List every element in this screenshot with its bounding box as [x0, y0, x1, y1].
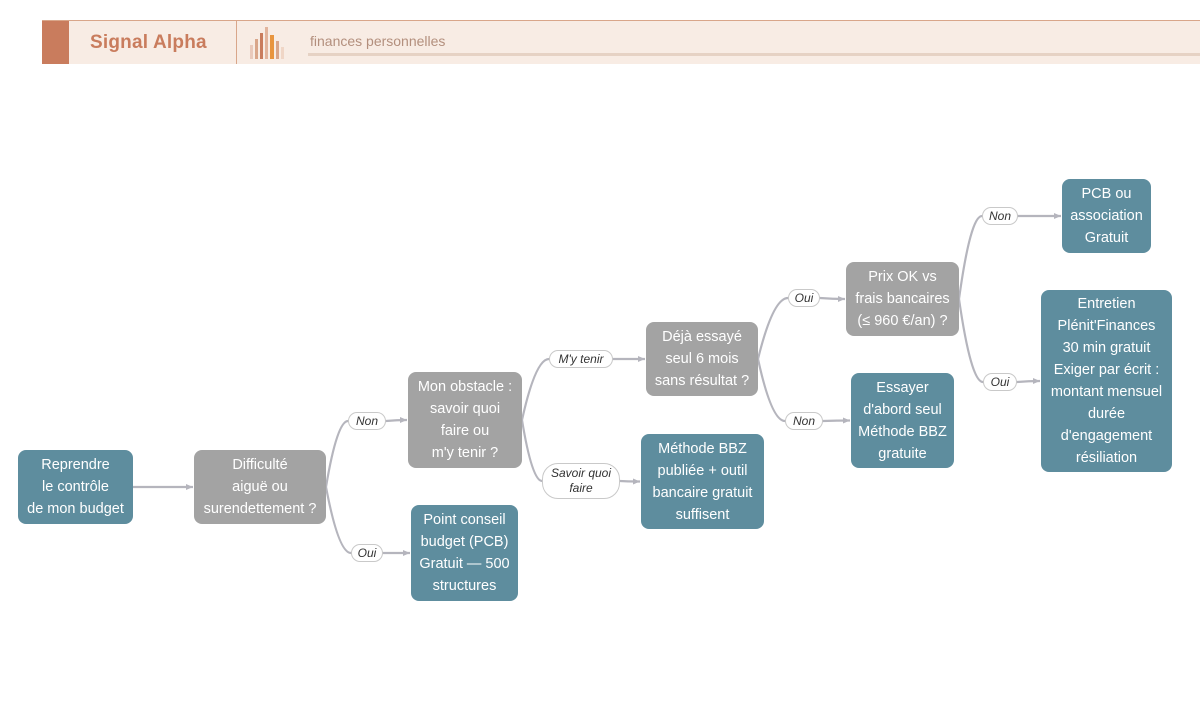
edge-label-q-obstacle-to-q-essaye: M'y tenir — [549, 350, 613, 368]
edge-label-q-obstacle-to-bbz: Savoir quoi faire — [542, 463, 620, 499]
edge-label-q-essaye-to-q-prix: Oui — [788, 289, 820, 307]
flow-edge-q-obstacle-to-q-essaye — [520, 356, 645, 421]
flow-node-q-prix: Prix OK vs frais bancaires (≤ 960 €/an) … — [846, 262, 959, 336]
header-accent-block — [42, 21, 69, 64]
edge-label-q-prix-to-entretien: Oui — [983, 373, 1017, 391]
flow-node-entretien: Entretien Plénit'Finances 30 min gratuit… — [1041, 290, 1172, 472]
flow-edge-q-prix-to-entretien — [957, 298, 1041, 385]
flow-edge-q-prix-to-pcb-asso — [957, 213, 1061, 300]
bar-chart-logo-icon — [250, 27, 284, 59]
flow-node-q-difficulte: Difficulté aiguë ou surendettement ? — [194, 450, 326, 524]
flow-node-bbz: Méthode BBZ publiée + outil bancaire gra… — [641, 434, 764, 529]
flow-node-start: Reprendre le contrôle de mon budget — [18, 450, 133, 524]
flow-node-q-obstacle: Mon obstacle : savoir quoi faire ou m'y … — [408, 372, 522, 468]
header-tagline: finances personnelles — [310, 33, 446, 49]
flow-edge-q-essaye-to-q-prix — [756, 295, 846, 360]
edge-label-q-essaye-to-essayer-seul: Non — [785, 412, 823, 430]
flow-node-pcb-asso: PCB ou association Gratuit — [1062, 179, 1151, 253]
header-separator — [236, 21, 237, 64]
edge-label-q-difficulte-to-q-obstacle: Non — [348, 412, 386, 430]
flow-node-q-essaye: Déjà essayé seul 6 mois sans résultat ? — [646, 322, 758, 396]
flow-node-pcb: Point conseil budget (PCB) Gratuit — 500… — [411, 505, 518, 601]
header-banner: Signal Alpha finances personnelles — [42, 20, 1200, 64]
flow-edge-q-difficulte-to-q-obstacle — [324, 417, 408, 488]
header-underline — [308, 53, 1200, 56]
brand-title: Signal Alpha — [90, 32, 207, 53]
flow-node-essayer-seul: Essayer d'abord seul Méthode BBZ gratuit… — [851, 373, 954, 468]
edge-label-q-difficulte-to-pcb: Oui — [351, 544, 383, 562]
edge-label-q-prix-to-pcb-asso: Non — [982, 207, 1018, 225]
